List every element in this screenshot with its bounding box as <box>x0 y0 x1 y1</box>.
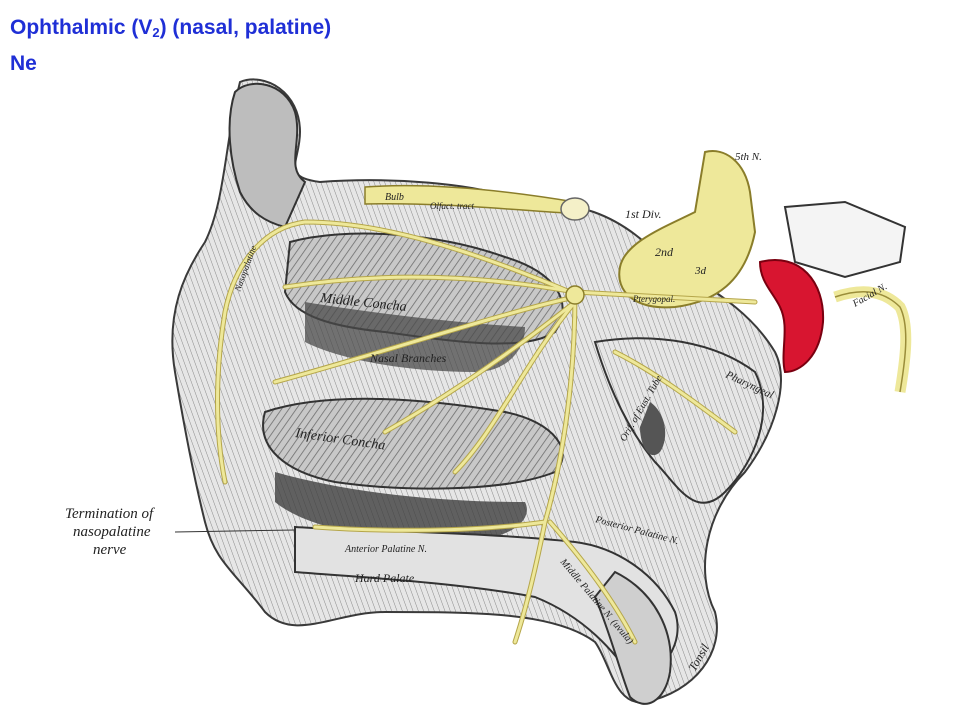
facial-nerve <box>833 286 912 393</box>
label-termination-1: Termination of <box>65 506 155 522</box>
label-third: 3d <box>694 265 707 277</box>
label-fifth-n: 5th N. <box>735 151 762 163</box>
sphenoid-fragment <box>783 200 907 279</box>
label-termination-2: nasopalatine <box>73 524 151 540</box>
label-nasal-branches: Nasal Branches <box>369 351 447 365</box>
label-bulb: Bulb <box>385 192 404 203</box>
slide-title-line-2: Ne <box>10 52 37 75</box>
title-subscript: 2 <box>152 25 160 40</box>
anatomical-illustration-nasal-nerves: Termination of nasopalatine nerve Middle… <box>65 78 912 705</box>
title-suffix: ) (nasal, palatine) <box>159 16 332 39</box>
label-pterygopalatine: Pterygopal. <box>632 294 675 304</box>
label-termination-3: nerve <box>93 542 127 558</box>
label-anterior-palatine: Anterior Palatine N. <box>344 544 427 555</box>
label-olfact-tract: Olfact. tract <box>430 201 474 211</box>
olfactory-bulb <box>560 197 590 221</box>
label-second: 2nd <box>655 245 674 259</box>
middle-meatus-shadow <box>305 302 525 372</box>
nerve-network <box>215 219 758 645</box>
slide-title-line-1: Ophthalmic (V2) (nasal, palatine) <box>10 14 331 42</box>
inferior-meatus-shadow <box>275 472 527 542</box>
nasal-bone <box>228 82 307 229</box>
eustachian-tube-orifice <box>640 402 666 456</box>
pharynx <box>593 337 764 504</box>
trigeminal-root <box>618 150 757 309</box>
pterygopalatine-ganglion <box>565 285 585 305</box>
ganglion-red <box>758 259 825 374</box>
label-first-div: 1st Div. <box>625 207 661 221</box>
label-hard-palate: Hard Palate <box>354 571 415 585</box>
title-prefix: Ophthalmic (V <box>10 16 153 39</box>
